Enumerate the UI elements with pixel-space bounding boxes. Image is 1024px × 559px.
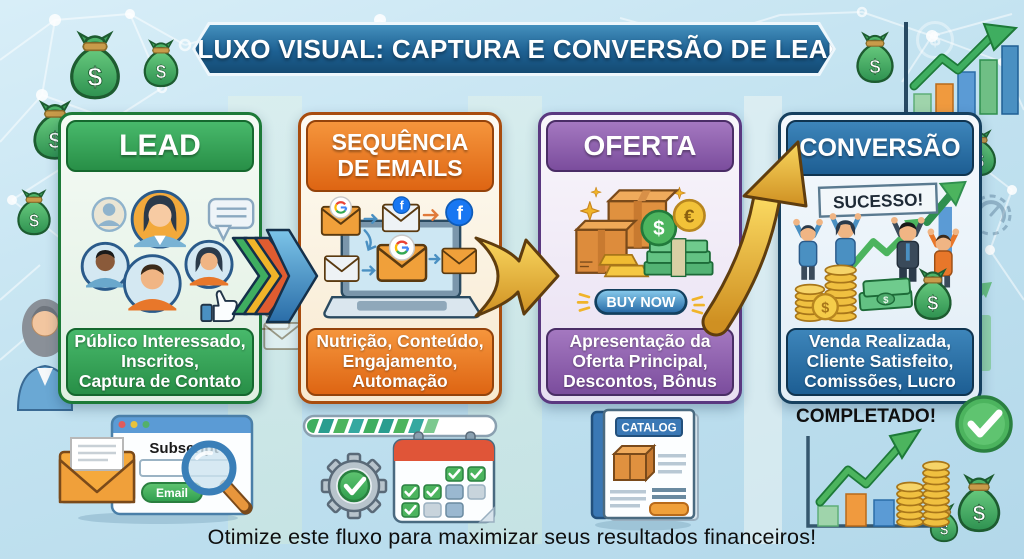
column-lead: LEAD bbox=[58, 112, 262, 404]
conversao-body: SUCESSO! bbox=[786, 180, 974, 323]
svg-text:CATALOG: CATALOG bbox=[621, 423, 676, 435]
check-circle-icon bbox=[955, 395, 1013, 453]
money-bag-icon bbox=[138, 36, 184, 89]
cash-icon: $ bbox=[858, 277, 913, 312]
dollar-circle-icon: $ bbox=[916, 21, 954, 59]
calendar-icon bbox=[392, 431, 496, 524]
envelope-icon bbox=[325, 256, 359, 281]
emails-header: SEQUÊNCIA DE EMAILS bbox=[306, 120, 494, 192]
svg-text:$: $ bbox=[883, 295, 889, 306]
thumbs-up-icon bbox=[200, 290, 238, 323]
catalog-illustration: CATALOG bbox=[590, 408, 699, 531]
person-celebrating bbox=[927, 228, 960, 288]
subscribe-illustration: Subscript Email bbox=[58, 414, 254, 524]
lead-body bbox=[66, 176, 255, 323]
success-banner: SUCESSO! bbox=[817, 182, 939, 218]
euro-coin-icon: € bbox=[672, 198, 706, 233]
growth-chart bbox=[806, 428, 950, 528]
column-conversao: CONVERSÃO SUCESSO! bbox=[778, 112, 982, 404]
avatar bbox=[184, 239, 234, 289]
coin-icon: $ bbox=[811, 293, 839, 321]
title-banner: FLUXO VISUAL: CAPTURA E CONVERSÃO DE LEA… bbox=[192, 22, 836, 76]
coin-stack-icon bbox=[922, 460, 950, 528]
dollar-coin-icon: $ bbox=[640, 209, 678, 247]
oferta-footer: Apresentação da Oferta Principal, Descon… bbox=[546, 328, 734, 396]
envelope-icon bbox=[58, 437, 136, 504]
sparkle-icon bbox=[590, 186, 602, 198]
text-lines bbox=[610, 454, 686, 508]
automation-illustration bbox=[302, 414, 498, 524]
oferta-body: $ € BUY NOW bbox=[546, 176, 734, 323]
svg-text:$: $ bbox=[653, 217, 665, 240]
money-bag-icon bbox=[850, 28, 900, 85]
sparkle-dashes bbox=[576, 292, 705, 315]
conversao-footer: Venda Realizada, Cliente Satisfeito, Com… bbox=[786, 328, 974, 396]
chat-bubble-icon bbox=[207, 197, 255, 243]
svg-text:€: € bbox=[684, 206, 695, 227]
arrow-icon bbox=[428, 254, 441, 265]
up-arrow-icon bbox=[923, 180, 967, 227]
arrow-icon bbox=[363, 213, 378, 224]
email-facebook-icon bbox=[383, 196, 419, 232]
svg-text:$: $ bbox=[821, 300, 829, 316]
conversao-header: CONVERSÃO bbox=[786, 120, 974, 176]
page-title: FLUXO VISUAL: CAPTURA E CONVERSÃO DE LEA… bbox=[181, 33, 847, 64]
svg-text:SUCESSO!: SUCESSO! bbox=[833, 189, 924, 212]
email-google-icon bbox=[378, 234, 426, 281]
gold-bars-icon bbox=[598, 253, 650, 278]
facebook-icon bbox=[445, 198, 474, 227]
avatar bbox=[130, 189, 190, 249]
person-celebrating bbox=[891, 216, 925, 282]
completed-label: COMPLETADO! bbox=[796, 406, 936, 427]
flow-arrow-chevron bbox=[231, 228, 319, 324]
flow-arrow-gold bbox=[474, 236, 560, 318]
completed-illustration: COMPLETADO! bbox=[796, 395, 1013, 528]
text-lines bbox=[652, 488, 686, 492]
avatar bbox=[80, 241, 130, 291]
emails-body bbox=[306, 196, 494, 323]
coin-stack-icon bbox=[896, 481, 924, 528]
avatar bbox=[91, 196, 127, 232]
lead-footer: Público Interessado, Inscritos, Captura … bbox=[66, 328, 254, 396]
gear-check-icon bbox=[320, 452, 388, 520]
envelope-icon bbox=[262, 322, 302, 350]
orange-button bbox=[649, 502, 689, 516]
email-google-icon bbox=[322, 196, 360, 235]
box-icon bbox=[611, 443, 657, 483]
avatar bbox=[123, 254, 182, 313]
person-celebrating bbox=[793, 218, 823, 280]
progress-bar bbox=[302, 414, 498, 438]
svg-text:BUY NOW: BUY NOW bbox=[606, 295, 675, 311]
emails-footer: Nutrição, Conteúdo, Engajamento, Automaç… bbox=[306, 328, 494, 396]
money-bag-icon bbox=[12, 186, 56, 237]
magnifier-icon bbox=[181, 440, 253, 515]
buy-now-button[interactable]: BUY NOW bbox=[594, 288, 688, 315]
curved-arrow-icon bbox=[363, 229, 377, 252]
svg-text:Email: Email bbox=[156, 486, 188, 500]
money-bag-icon bbox=[62, 26, 128, 102]
arrow-icon bbox=[361, 265, 376, 276]
arrow-icon bbox=[422, 209, 439, 222]
text-lines bbox=[652, 495, 686, 499]
sparkle-icon bbox=[580, 201, 600, 221]
flow-arrow-gold-up bbox=[701, 140, 808, 337]
growth-chart-icon bbox=[904, 22, 1019, 115]
caption: Otimize este fluxo para maximizar seus r… bbox=[207, 525, 817, 549]
oferta-header: OFERTA bbox=[546, 120, 734, 172]
catalog-label: CATALOG bbox=[615, 417, 683, 437]
lead-header: LEAD bbox=[66, 120, 254, 172]
